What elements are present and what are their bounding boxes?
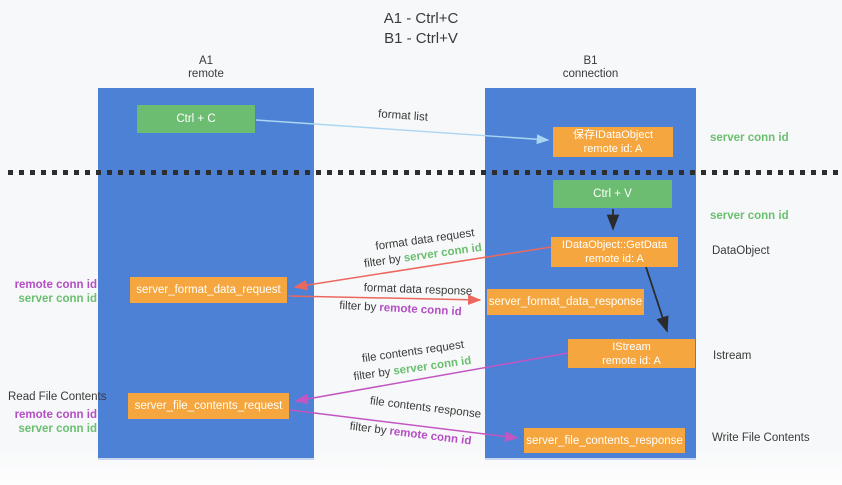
left-conn-id-pair-1: remote conn id server conn id	[10, 278, 97, 306]
remote-conn-id-keyword: remote conn id	[379, 301, 462, 319]
node-ctrl-c-label: Ctrl + C	[176, 113, 216, 125]
write-file-contents-label: Write File Contents	[712, 432, 810, 444]
title-line-b1: B1 - Ctrl+V	[384, 30, 458, 47]
node-ctrl-v-label: Ctrl + V	[593, 188, 632, 200]
right-column-name: B1	[583, 55, 598, 67]
read-file-contents-label: Read File Contents	[8, 391, 107, 403]
node-file-request-label: server_file_contents_request	[134, 400, 283, 412]
diagram-title: A1 - Ctrl+C B1 - Ctrl+V	[0, 9, 842, 49]
right-column-role: connection	[562, 68, 619, 80]
node-istream: IStream remote id: A	[568, 339, 695, 368]
filter-prefix: filter by	[348, 420, 388, 438]
left-column-header: A1 remote	[98, 55, 314, 81]
node-istream-line1: IStream	[612, 340, 651, 353]
node-format-request-label: server_format_data_request	[136, 284, 281, 296]
node-format-response-label: server_format_data_response	[488, 296, 643, 308]
remote-conn-id-left-2-label: remote conn id	[14, 409, 97, 421]
node-server-format-data-response: server_format_data_response	[487, 289, 644, 315]
server-conn-id-left-1-label: server conn id	[18, 293, 97, 305]
title-line-a1: A1 - Ctrl+C	[383, 10, 459, 27]
dotted-separator-line	[8, 170, 838, 175]
server-conn-id-right-mid-label: server conn id	[710, 210, 789, 222]
node-ctrl-c: Ctrl + C	[137, 105, 255, 133]
right-column-header: B1 connection	[485, 55, 696, 81]
node-server-format-data-request: server_format_data_request	[130, 277, 287, 303]
node-ctrl-v: Ctrl + V	[553, 180, 672, 208]
node-save-idataobject-line2: remote id: A	[583, 143, 643, 155]
remote-conn-id-left-1-label: remote conn id	[14, 279, 97, 291]
node-getdata-line2: remote id: A	[585, 253, 644, 265]
istream-side-label: Istream	[713, 350, 752, 362]
filter-prefix: filter by	[363, 253, 402, 271]
remote-conn-id-keyword: remote conn id	[388, 425, 473, 448]
node-idataobject-getdata: IDataObject::GetData remote id: A	[551, 237, 678, 267]
node-getdata-line1: IDataObject::GetData	[561, 239, 668, 251]
server-conn-id-left-2-label: server conn id	[18, 423, 97, 435]
format-list-label: format list	[377, 108, 429, 124]
file-contents-response-label: file contents response	[369, 395, 482, 421]
dataobject-label: DataObject	[712, 245, 770, 257]
node-save-idataobject-line1: 保存IDataObject	[572, 129, 654, 141]
node-server-file-contents-response: server_file_contents_response	[524, 428, 685, 453]
node-istream-line2: remote id: A	[602, 354, 661, 367]
node-server-file-contents-request: server_file_contents_request	[128, 393, 289, 419]
filter-prefix: filter by	[339, 299, 377, 314]
server-conn-id-right-top-label: server conn id	[710, 132, 789, 144]
left-column-role: remote	[188, 68, 224, 80]
format-data-response-label: format data response	[363, 282, 473, 298]
left-conn-id-pair-2: remote conn id server conn id	[10, 408, 97, 436]
left-column-name: A1	[198, 55, 214, 67]
filter-prefix: filter by	[352, 366, 392, 384]
node-file-response-label: server_file_contents_response	[526, 434, 683, 447]
node-save-idataobject: 保存IDataObject remote id: A	[553, 127, 673, 157]
